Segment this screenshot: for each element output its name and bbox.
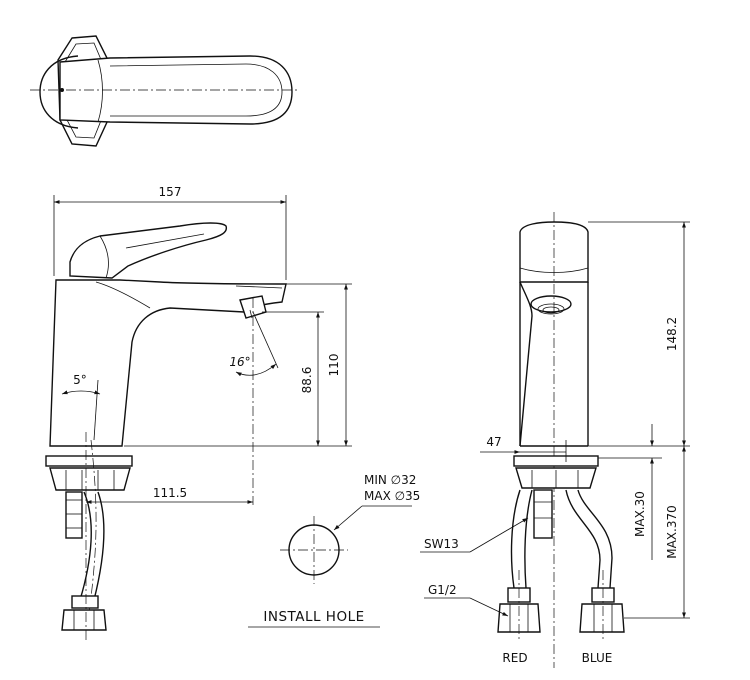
dim-base-width: 47 (486, 435, 501, 449)
install-hole-title: INSTALL HOLE (263, 609, 364, 625)
callout-wrench-size: SW13 (424, 537, 459, 551)
install-hole-max-diameter: MAX ∅35 (364, 489, 420, 503)
dim-spout-reach: 111.5 (153, 486, 187, 500)
callout-thread: G1/2 (428, 583, 457, 597)
label-cold-connection: BLUE (582, 651, 613, 665)
dim-body-angle: 5° (73, 373, 87, 387)
install-hole-min-diameter: MIN ∅32 (364, 473, 416, 487)
dim-max-deck-thickness: MAX.30 (633, 491, 647, 537)
top-view (30, 35, 300, 147)
side-view: 148.2 MAX.30 MAX.370 47 SW13 G1/2 RED BL… (420, 212, 690, 668)
dim-spout-angle: 16° (229, 355, 250, 369)
install-hole-detail: MIN ∅32 MAX ∅35 INSTALL HOLE (248, 473, 420, 628)
dim-total-height: 110 (327, 354, 341, 377)
front-view: 157 110 88.6 16° 5° 111.5 (45, 185, 352, 640)
dim-max-hose-length: MAX.370 (665, 505, 679, 559)
label-hot-connection: RED (502, 651, 527, 665)
dim-spout-height: 88.6 (300, 367, 314, 394)
dim-overall-length: 157 (159, 185, 182, 199)
dim-side-height: 148.2 (665, 317, 679, 351)
